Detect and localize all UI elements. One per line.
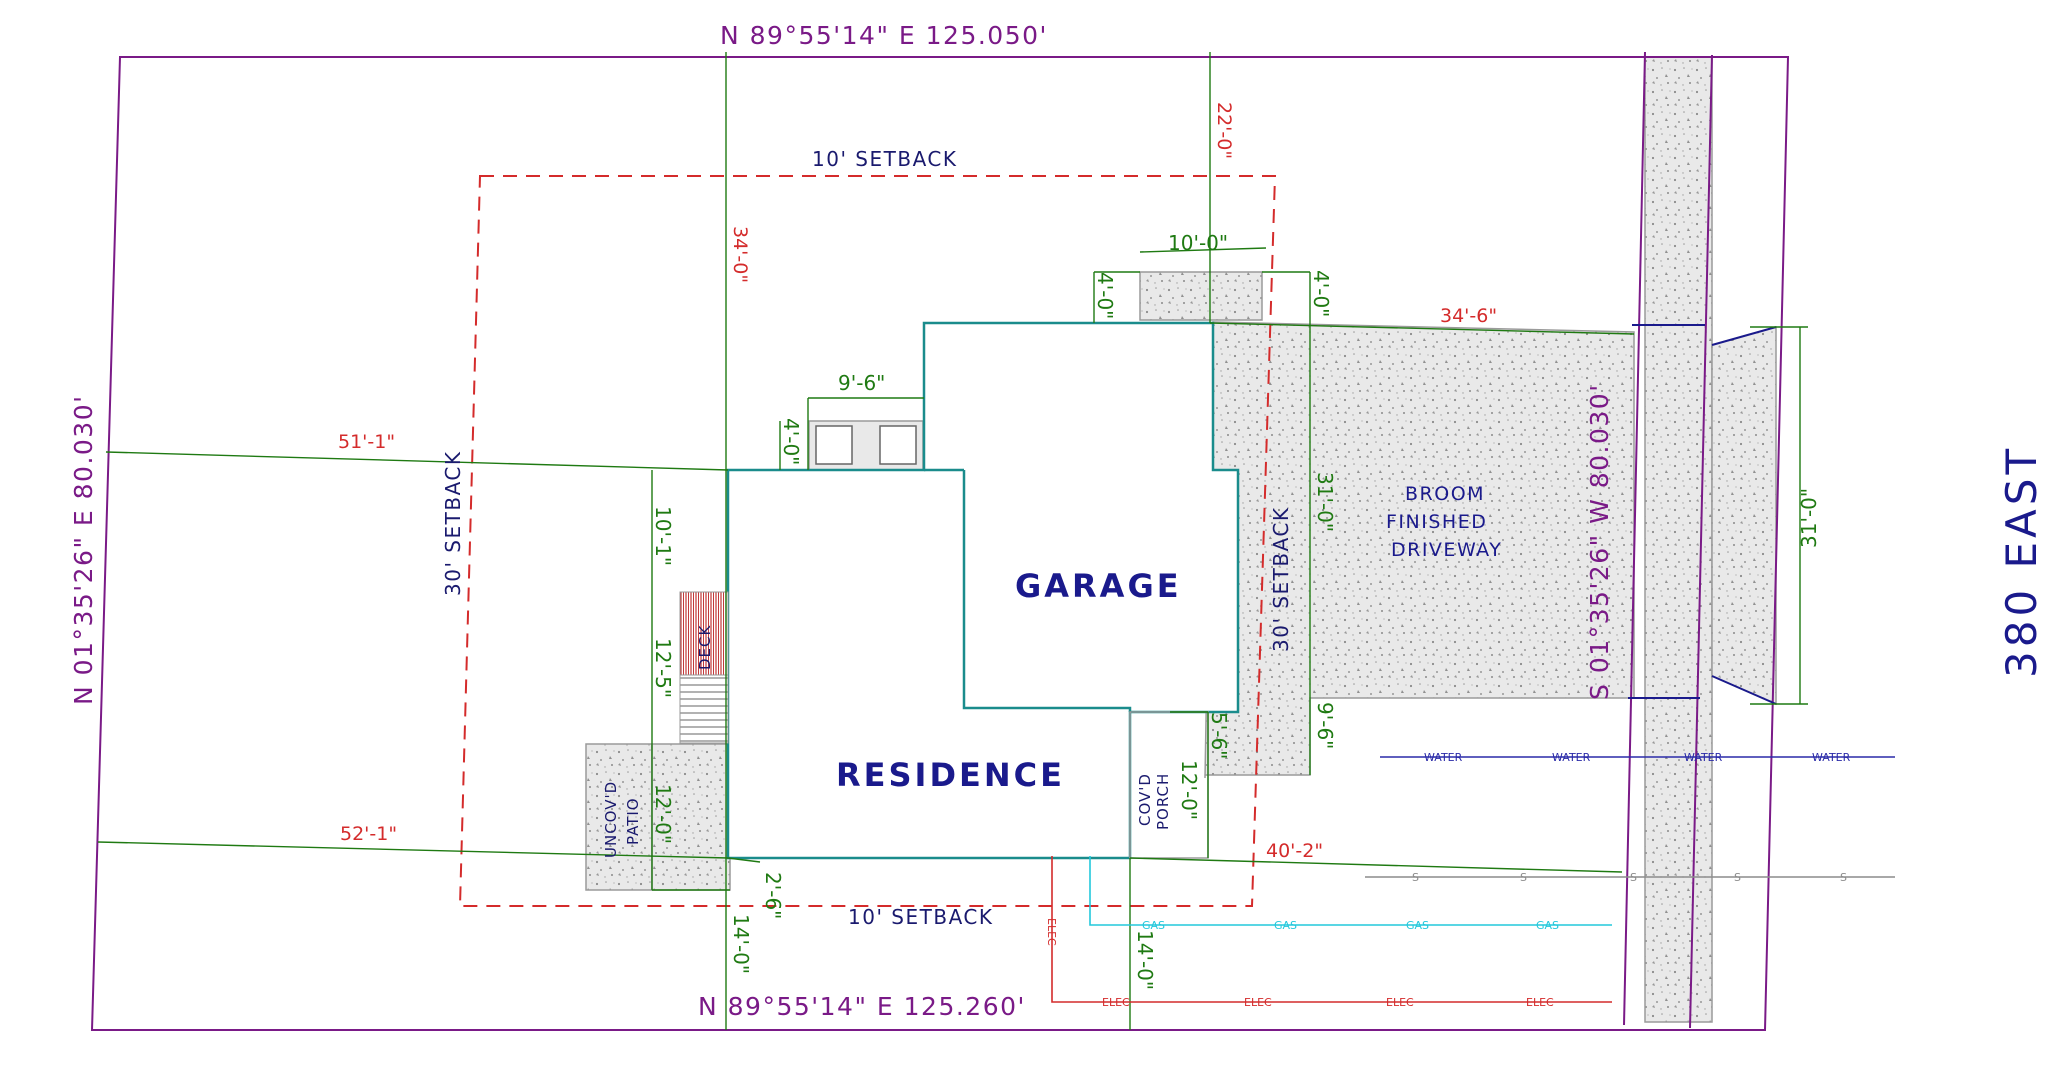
patio-slab xyxy=(585,743,653,891)
walk-slab xyxy=(651,743,731,891)
svg-text:S: S xyxy=(1630,871,1637,884)
svg-text:S: S xyxy=(1840,871,1847,884)
dim-12-5: 12'-5" xyxy=(651,638,675,698)
apron-line-a xyxy=(1711,326,1777,346)
elec-labels: ELEC ELEC ELEC ELEC ELEC xyxy=(1045,918,1554,1009)
utility-lines xyxy=(1051,756,1895,1003)
svg-text:ELEC: ELEC xyxy=(1386,996,1414,1009)
patio-label-2: PATIO xyxy=(624,797,642,845)
svg-text:S: S xyxy=(1734,871,1741,884)
svg-text:GAS: GAS xyxy=(1274,919,1297,932)
svg-text:ELEC: ELEC xyxy=(1244,996,1272,1009)
svg-text:ELEC: ELEC xyxy=(1102,996,1130,1009)
patio-label-1: UNCOV'D xyxy=(602,781,620,858)
deck-label: DECK xyxy=(696,624,714,670)
svg-text:WATER: WATER xyxy=(1812,751,1851,764)
svg-text:GAS: GAS xyxy=(1142,919,1165,932)
porch-label-2: PORCH xyxy=(1154,773,1172,830)
porch-label-1: COV'D xyxy=(1136,773,1154,826)
water-labels: WATER WATER WATER WATER xyxy=(1424,751,1851,764)
ac-unit-1 xyxy=(815,425,853,465)
property-boundary xyxy=(90,56,1790,1031)
dim-14-0-b: 14'-0" xyxy=(1133,930,1157,990)
driveway-label-1: BROOM xyxy=(1405,483,1485,505)
dim-5-6: 5'-6" xyxy=(1207,712,1231,759)
street-label: 380 EAST xyxy=(1997,445,2046,678)
svg-text:WATER: WATER xyxy=(1424,751,1463,764)
dim-31-0-a: 31'-0" xyxy=(1313,472,1337,532)
dim-31-0-b: 31'-0" xyxy=(1797,488,1821,548)
svg-text:WATER: WATER xyxy=(1552,751,1591,764)
dim-51-1: 51'-1" xyxy=(338,431,395,453)
bearing-east: S 01°35'26" W 80.030' xyxy=(1585,383,1614,700)
residence-label: RESIDENCE xyxy=(836,756,1065,794)
sewer-labels: S S S S S xyxy=(1412,871,1847,884)
svg-text:S: S xyxy=(1520,871,1527,884)
dim-34-0: 34'-0" xyxy=(729,226,751,283)
setback-left-label: 30' SETBACK xyxy=(441,451,465,596)
setback-top-label: 10' SETBACK xyxy=(812,147,957,171)
dim-4-0-a: 4'-0" xyxy=(1093,272,1117,319)
stairs xyxy=(679,674,729,744)
dim-9-6-b: 9'-6" xyxy=(1313,702,1337,749)
svg-text:GAS: GAS xyxy=(1536,919,1559,932)
svg-text:WATER: WATER xyxy=(1684,751,1723,764)
dim-10-0: 10'-0" xyxy=(1168,231,1228,255)
svg-text:GAS: GAS xyxy=(1406,919,1429,932)
bearing-west: N 01°35'26" E 80.030' xyxy=(69,395,98,706)
residence-outline[interactable] xyxy=(726,321,1240,860)
dim-2-6: 2'-6" xyxy=(761,872,785,919)
svg-text:S: S xyxy=(1412,871,1419,884)
garage-outline xyxy=(962,470,1132,712)
dim-4-0-c: 4'-0" xyxy=(779,418,803,465)
garage-label: GARAGE xyxy=(1015,567,1182,605)
dim-52-1: 52'-1" xyxy=(340,823,397,845)
svg-text:ELEC: ELEC xyxy=(1526,996,1554,1009)
setback-right-label: 30' SETBACK xyxy=(1269,507,1293,652)
dim-14-0-a: 14'-0" xyxy=(729,914,753,974)
driveway-apron xyxy=(1711,326,1777,706)
row-line-b xyxy=(1689,54,1713,1029)
dim-22-0: 22'-0" xyxy=(1213,102,1235,159)
ac-unit-2 xyxy=(879,425,917,465)
bearing-south: N 89°55'14" E 125.260' xyxy=(698,992,1026,1021)
dim-12-0-a: 12'-0" xyxy=(651,784,675,844)
dim-12-0-b: 12'-0" xyxy=(1177,760,1201,820)
svg-text:ELEC: ELEC xyxy=(1045,918,1058,946)
driveway-label-3: DRIVEWAY xyxy=(1391,539,1502,561)
driveway-label-2: FINISHED xyxy=(1386,511,1487,533)
setback-bottom-label: 10' SETBACK xyxy=(848,905,993,929)
row-line-a xyxy=(1623,51,1646,1026)
dim-40-2: 40'-2" xyxy=(1266,840,1323,862)
dim-34-6: 34'-6" xyxy=(1440,305,1497,327)
apron-line-b xyxy=(1711,675,1777,705)
setback-line xyxy=(458,175,1277,907)
gas-labels: GAS GAS GAS GAS xyxy=(1142,919,1559,932)
dim-10-1: 10'-1" xyxy=(651,506,675,566)
dim-4-0-b: 4'-0" xyxy=(1309,270,1333,317)
bearing-north: N 89°55'14" E 125.050' xyxy=(720,21,1048,50)
dim-9-6: 9'-6" xyxy=(838,371,885,395)
driveway-front-walk xyxy=(1139,271,1263,321)
